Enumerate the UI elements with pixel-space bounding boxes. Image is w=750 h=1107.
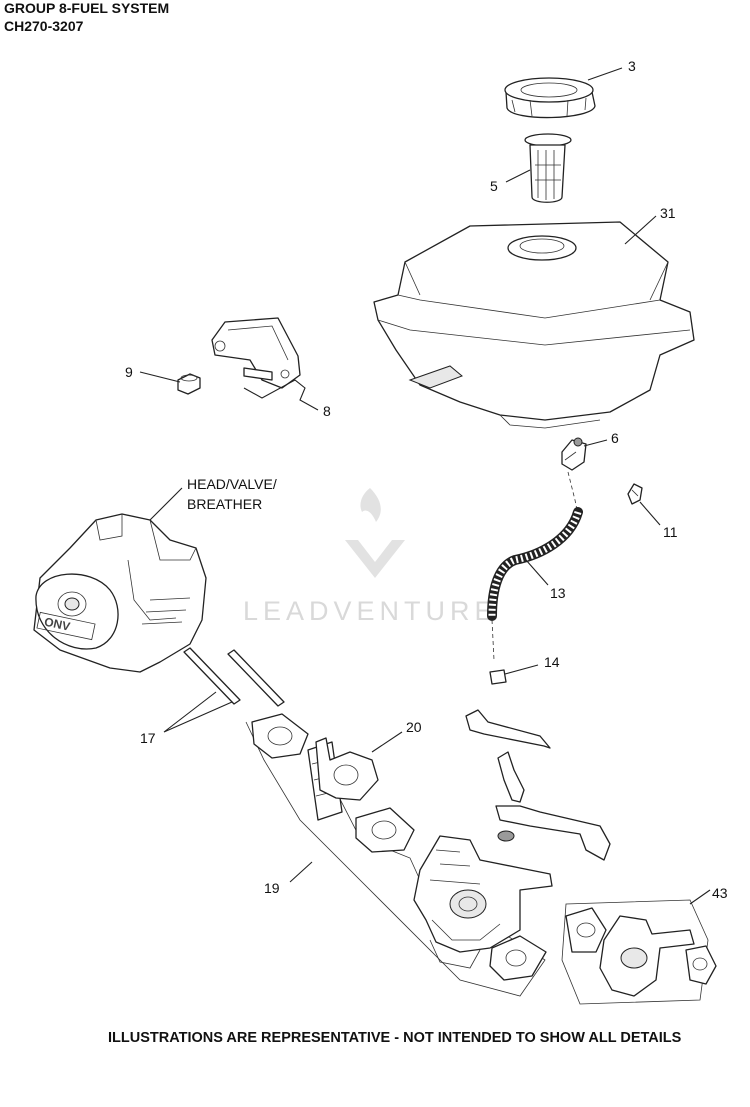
callout-8: 8: [323, 403, 331, 419]
leader-3: [587, 67, 623, 81]
part-cylinder-head[interactable]: ONV: [33, 513, 207, 673]
leader-14: [504, 664, 539, 675]
watermark-text: LEADVENTURE: [243, 596, 498, 626]
leader-13: [525, 559, 549, 586]
part-fuel-line[interactable]: [487, 507, 583, 621]
part-tank-bracket[interactable]: [211, 317, 301, 389]
assembly-line-2: [491, 619, 495, 661]
callout-20: 20: [406, 719, 422, 735]
leader-43: [689, 889, 711, 905]
callout-9: 9: [125, 364, 133, 380]
part-bolt[interactable]: [177, 373, 201, 395]
model-number: CH270-3207: [4, 18, 84, 34]
leader-11: [639, 501, 661, 526]
callout-17: 17: [140, 730, 156, 746]
leader-5: [505, 169, 531, 183]
part-fuel-cap[interactable]: [504, 77, 596, 119]
leader-31: [624, 215, 657, 245]
callout-19: 19: [264, 880, 280, 896]
part-gasket[interactable]: [315, 737, 379, 801]
watermark: LEADVENTURE: [243, 488, 498, 626]
callout-43: 43: [712, 885, 728, 901]
callout-31: 31: [660, 205, 676, 221]
callout-13: 13: [550, 585, 566, 601]
leader-6: [583, 439, 608, 447]
part-throttle-linkage[interactable]: [465, 709, 611, 861]
part-fuel-strainer[interactable]: [524, 133, 572, 203]
leader-head: [149, 487, 183, 521]
part-carburetor-kit[interactable]: [561, 899, 717, 1005]
disclaimer-footer: ILLUSTRATIONS ARE REPRESENTATIVE - NOT I…: [108, 1030, 682, 1046]
head-label-line1: HEAD/VALVE/: [187, 476, 277, 492]
part-fuel-tank[interactable]: [373, 221, 695, 429]
part-fuel-valve[interactable]: [561, 437, 587, 471]
head-label-line2: BREATHER: [187, 496, 262, 512]
leader-9: [139, 371, 181, 383]
part-studs[interactable]: [183, 647, 285, 707]
part-hose-clamp[interactable]: [489, 669, 507, 685]
callout-6: 6: [611, 430, 619, 446]
callout-5: 5: [490, 178, 498, 194]
callout-3: 3: [628, 58, 636, 74]
leader-19: [289, 861, 313, 883]
assembly-line: [567, 471, 579, 516]
leader-20: [371, 731, 403, 753]
part-clip[interactable]: [627, 483, 643, 505]
svg-text:ONV: ONV: [43, 615, 71, 634]
callout-11: 11: [663, 524, 678, 540]
diagram-title: GROUP 8-FUEL SYSTEM: [4, 0, 170, 16]
part-carburetor[interactable]: [413, 835, 553, 969]
leader-17: [163, 691, 233, 733]
callout-14: 14: [544, 654, 560, 670]
leader-8: [243, 379, 319, 411]
